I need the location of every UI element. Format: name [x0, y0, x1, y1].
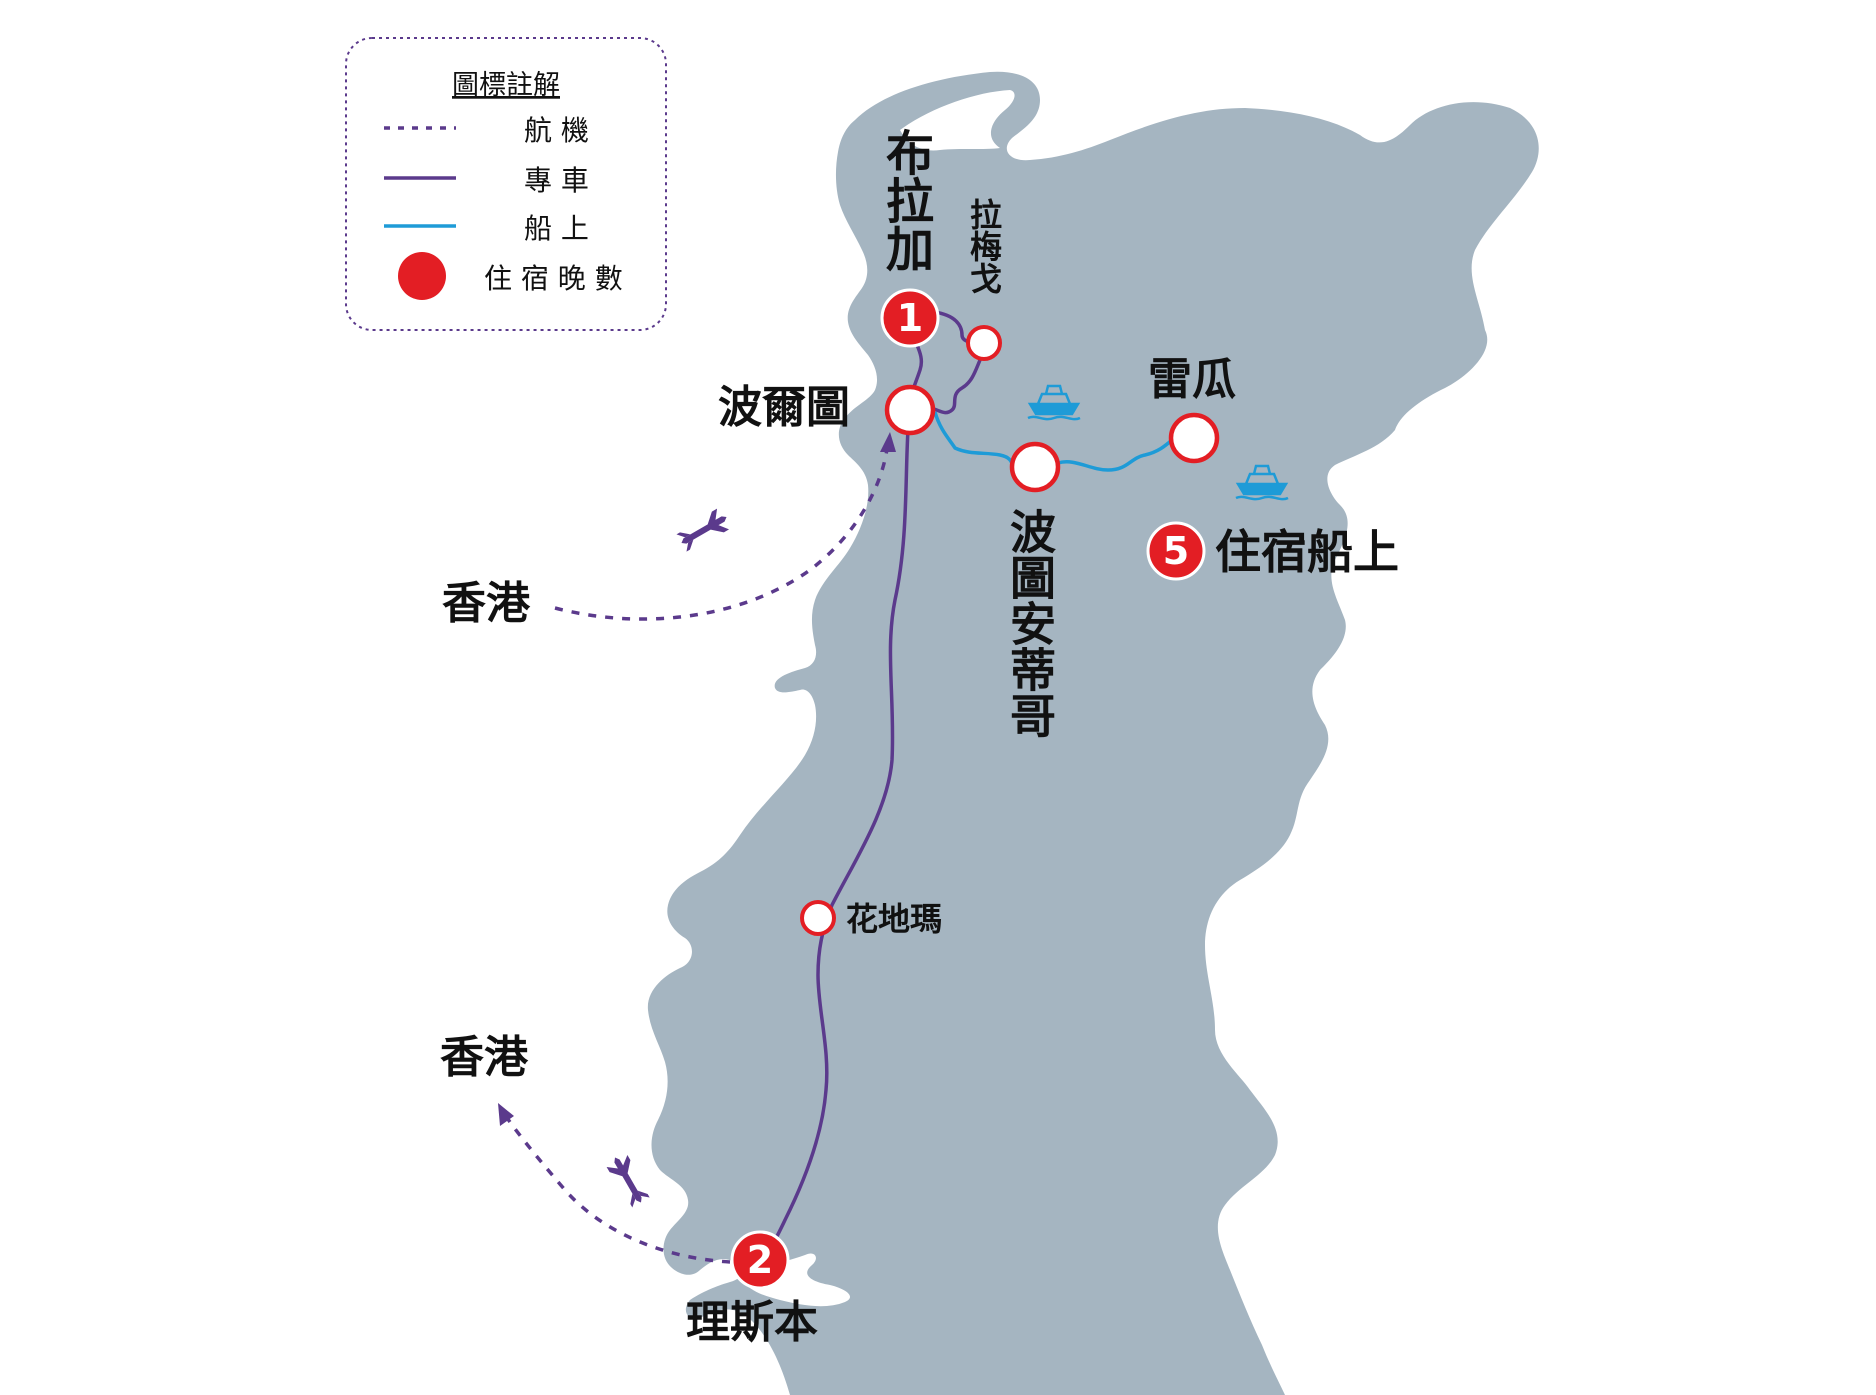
stop-pinhao[interactable]	[1009, 441, 1061, 493]
stop-fatima[interactable]	[800, 900, 836, 936]
cruise-ship-icon	[1235, 464, 1289, 501]
legend-title: 圖標註解	[452, 70, 560, 101]
legend-boat-label: 船 上	[524, 212, 589, 245]
stop-regua[interactable]	[1168, 412, 1220, 464]
city-label-braga: 布拉加	[877, 128, 934, 272]
legend-flight-label: 航 機	[524, 114, 589, 147]
airplane-icon	[676, 508, 730, 552]
stop-lamego[interactable]	[966, 325, 1002, 361]
cruise-ship-icon	[1027, 384, 1081, 421]
flight-lisbon-hongkong	[501, 1111, 731, 1264]
flight-hongkong-porto	[554, 439, 890, 621]
nights-count-cruise: 5	[1163, 529, 1189, 573]
lisbon-estuary	[740, 1253, 850, 1307]
coach-lamego-porto	[929, 359, 982, 415]
flight-routes	[501, 439, 890, 1264]
boat-route	[933, 411, 1174, 472]
legend: 圖標註解 航 機 專 車 船 上 住 宿 晚 數	[345, 37, 667, 331]
porto-notch	[900, 90, 1015, 151]
city-label-pinhao: 波圖安蒂哥	[1003, 508, 1057, 738]
legend-nights-swatch	[398, 252, 446, 300]
nights-marker-cruise[interactable]: 5	[1146, 521, 1206, 581]
cruise-stay-label: 住宿船上	[1215, 525, 1399, 579]
stop-porto[interactable]	[884, 384, 936, 436]
land-mass	[647, 71, 1539, 1395]
city-label-hongkong-north: 香港	[442, 578, 531, 629]
nights-count-braga: 1	[897, 296, 923, 340]
city-label-lisbon: 理斯本	[686, 1297, 818, 1348]
coach-porto-lisbon	[768, 429, 910, 1253]
legend-nights-label: 住 宿 晚 數	[484, 262, 623, 295]
airplane-icon	[606, 1154, 650, 1208]
city-label-porto: 波爾圖	[718, 382, 850, 433]
city-label-hongkong-south: 香港	[440, 1032, 529, 1083]
boat-pinhao-regua	[1057, 438, 1174, 472]
city-label-fatima: 花地瑪	[846, 900, 942, 938]
flight-arrowhead-hongkong	[498, 1103, 514, 1126]
flight-arrowhead-porto	[880, 432, 896, 452]
legend-coach-label: 專 車	[524, 164, 589, 197]
city-label-regua: 雷瓜	[1148, 354, 1236, 405]
boat-porto-pinhao	[933, 411, 1014, 466]
nights-marker-lisbon[interactable]: 2	[730, 1230, 790, 1290]
city-label-lamego: 拉梅戈	[965, 197, 1003, 294]
nights-count-lisbon: 2	[747, 1238, 773, 1282]
nights-marker-braga[interactable]: 1	[880, 288, 940, 348]
